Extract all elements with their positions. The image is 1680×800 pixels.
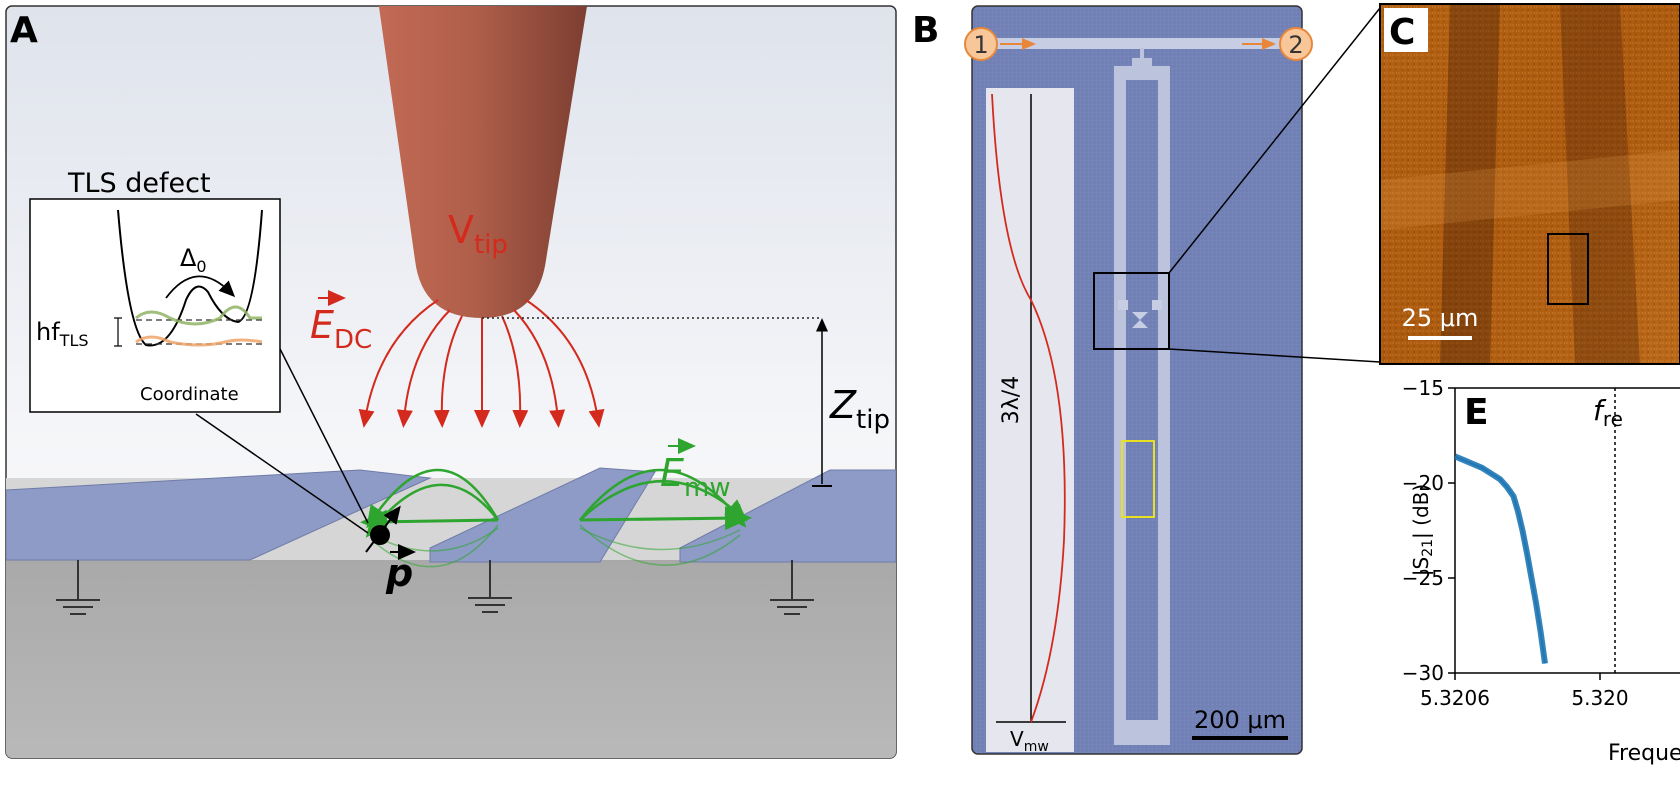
e-mw-sub: mw bbox=[684, 473, 731, 503]
e-dc-label: EDC bbox=[310, 290, 372, 355]
panel-c-frame bbox=[1379, 3, 1680, 365]
y-tick-label: −20 bbox=[1402, 471, 1444, 495]
inset-title: TLS defect bbox=[67, 168, 211, 199]
inset-hf-main: hf bbox=[36, 318, 60, 346]
y-tick-label: −15 bbox=[1402, 376, 1444, 400]
z-tip-sub: tip bbox=[856, 405, 890, 435]
panel-e: −15 −20 −25 −305.3206 5.320 E fre |S21| (dB)… bbox=[1402, 376, 1680, 766]
svg-text:Emw: Emw bbox=[660, 451, 731, 503]
p-label: p bbox=[385, 544, 416, 595]
port-1 bbox=[964, 27, 998, 61]
feedline bbox=[990, 38, 1286, 49]
substrate-body bbox=[6, 560, 896, 758]
f-res-label: fre bbox=[1593, 394, 1623, 431]
v-mw-sub: mw bbox=[1024, 739, 1049, 755]
e-ylabel-tail: | (dB) bbox=[1409, 484, 1433, 539]
e-dc-sub: DC bbox=[334, 325, 372, 355]
e-mw-label: Emw bbox=[660, 438, 731, 503]
standing-wave-panel bbox=[986, 88, 1074, 752]
e-ticks: −15 −20 −25 −305.3206 5.320 bbox=[1402, 376, 1629, 710]
svg-text:EDC: EDC bbox=[310, 303, 372, 355]
scale-bar-b-label: 200 μm bbox=[1194, 706, 1286, 734]
z-tip-main: Z bbox=[829, 383, 857, 427]
probe-tip bbox=[378, 6, 588, 318]
standing-wave bbox=[991, 93, 1066, 723]
scale-bar-c-label: 25 μm bbox=[1402, 304, 1479, 332]
e-ylabel-sub: 21 bbox=[1420, 539, 1436, 557]
zoom-line bbox=[1168, 7, 1381, 274]
panel-letter-c: C bbox=[1389, 12, 1415, 53]
tunneling-arrow bbox=[165, 275, 236, 299]
panel-letter-a: A bbox=[10, 10, 38, 51]
panel-a: A TLS defect Δ0 hfTLS Coordinate Vtip ED… bbox=[5, 5, 897, 759]
inset-pointer bbox=[271, 332, 369, 524]
port-1-label: 1 bbox=[973, 31, 988, 59]
inset-hf-sub: TLS bbox=[59, 331, 89, 350]
inset-hf-label: hfTLS bbox=[36, 318, 89, 350]
ground-symbol bbox=[770, 560, 814, 615]
port-2 bbox=[1279, 27, 1313, 61]
y-tick-label: −25 bbox=[1402, 566, 1444, 590]
inset-delta-sub: 0 bbox=[196, 257, 206, 276]
y-tick-label: −30 bbox=[1402, 661, 1444, 685]
wavelength-label: 3λ/4 bbox=[999, 376, 1024, 424]
mw-field-lines-right bbox=[579, 468, 752, 566]
zoom-line bbox=[1168, 348, 1381, 363]
s21-trace-noise bbox=[1455, 453, 1548, 664]
inset-delta-symbol: Δ bbox=[180, 244, 197, 272]
e-ylabel-main: |S bbox=[1409, 557, 1433, 576]
port-2-label: 2 bbox=[1288, 31, 1303, 59]
resonator bbox=[1114, 66, 1170, 745]
v-mw-main: V bbox=[1010, 727, 1024, 751]
e-dc-main: E bbox=[310, 303, 334, 347]
e-xlabel: Freque bbox=[1608, 741, 1680, 766]
e-mw-main: E bbox=[660, 451, 684, 495]
left-ground-strip bbox=[6, 470, 430, 560]
f-res-sub: re bbox=[1603, 407, 1623, 431]
inset-axis-label: Coordinate bbox=[140, 384, 239, 405]
p-label-text: p bbox=[385, 551, 413, 595]
s21-trace bbox=[1455, 455, 1546, 664]
inset-pointer bbox=[195, 413, 369, 534]
e-ylabel: |S21| (dB) bbox=[1409, 484, 1436, 576]
v-mw-label: Vmw bbox=[1010, 727, 1049, 755]
zoom-box bbox=[1093, 272, 1170, 350]
panel-c: C 25 μm bbox=[1379, 3, 1680, 365]
panel-b: B 1 2 3λ/4 Vmw 200 μm bbox=[912, 5, 1381, 755]
z-tip-label: Ztip bbox=[829, 383, 890, 435]
v-tip-sub: tip bbox=[474, 230, 508, 260]
ground-symbol bbox=[468, 560, 512, 613]
left-ground-strip-top bbox=[6, 469, 432, 561]
scan-region-marker bbox=[1121, 440, 1155, 518]
tls-inset bbox=[29, 198, 281, 413]
dc-field-lines bbox=[358, 299, 605, 428]
x-tick-label: 5.320 bbox=[1571, 686, 1628, 710]
panel-letter-b: B bbox=[912, 10, 939, 51]
dipole bbox=[365, 505, 401, 553]
panel-letter-e: E bbox=[1464, 392, 1489, 433]
inset-delta-label: Δ0 bbox=[180, 244, 207, 276]
v-tip-main: V bbox=[448, 208, 474, 252]
v-tip-label: Vtip bbox=[448, 208, 508, 260]
x-tick-label: 5.3206 bbox=[1420, 686, 1490, 710]
ground-symbol bbox=[56, 560, 100, 615]
z-tip-marker bbox=[482, 317, 832, 487]
